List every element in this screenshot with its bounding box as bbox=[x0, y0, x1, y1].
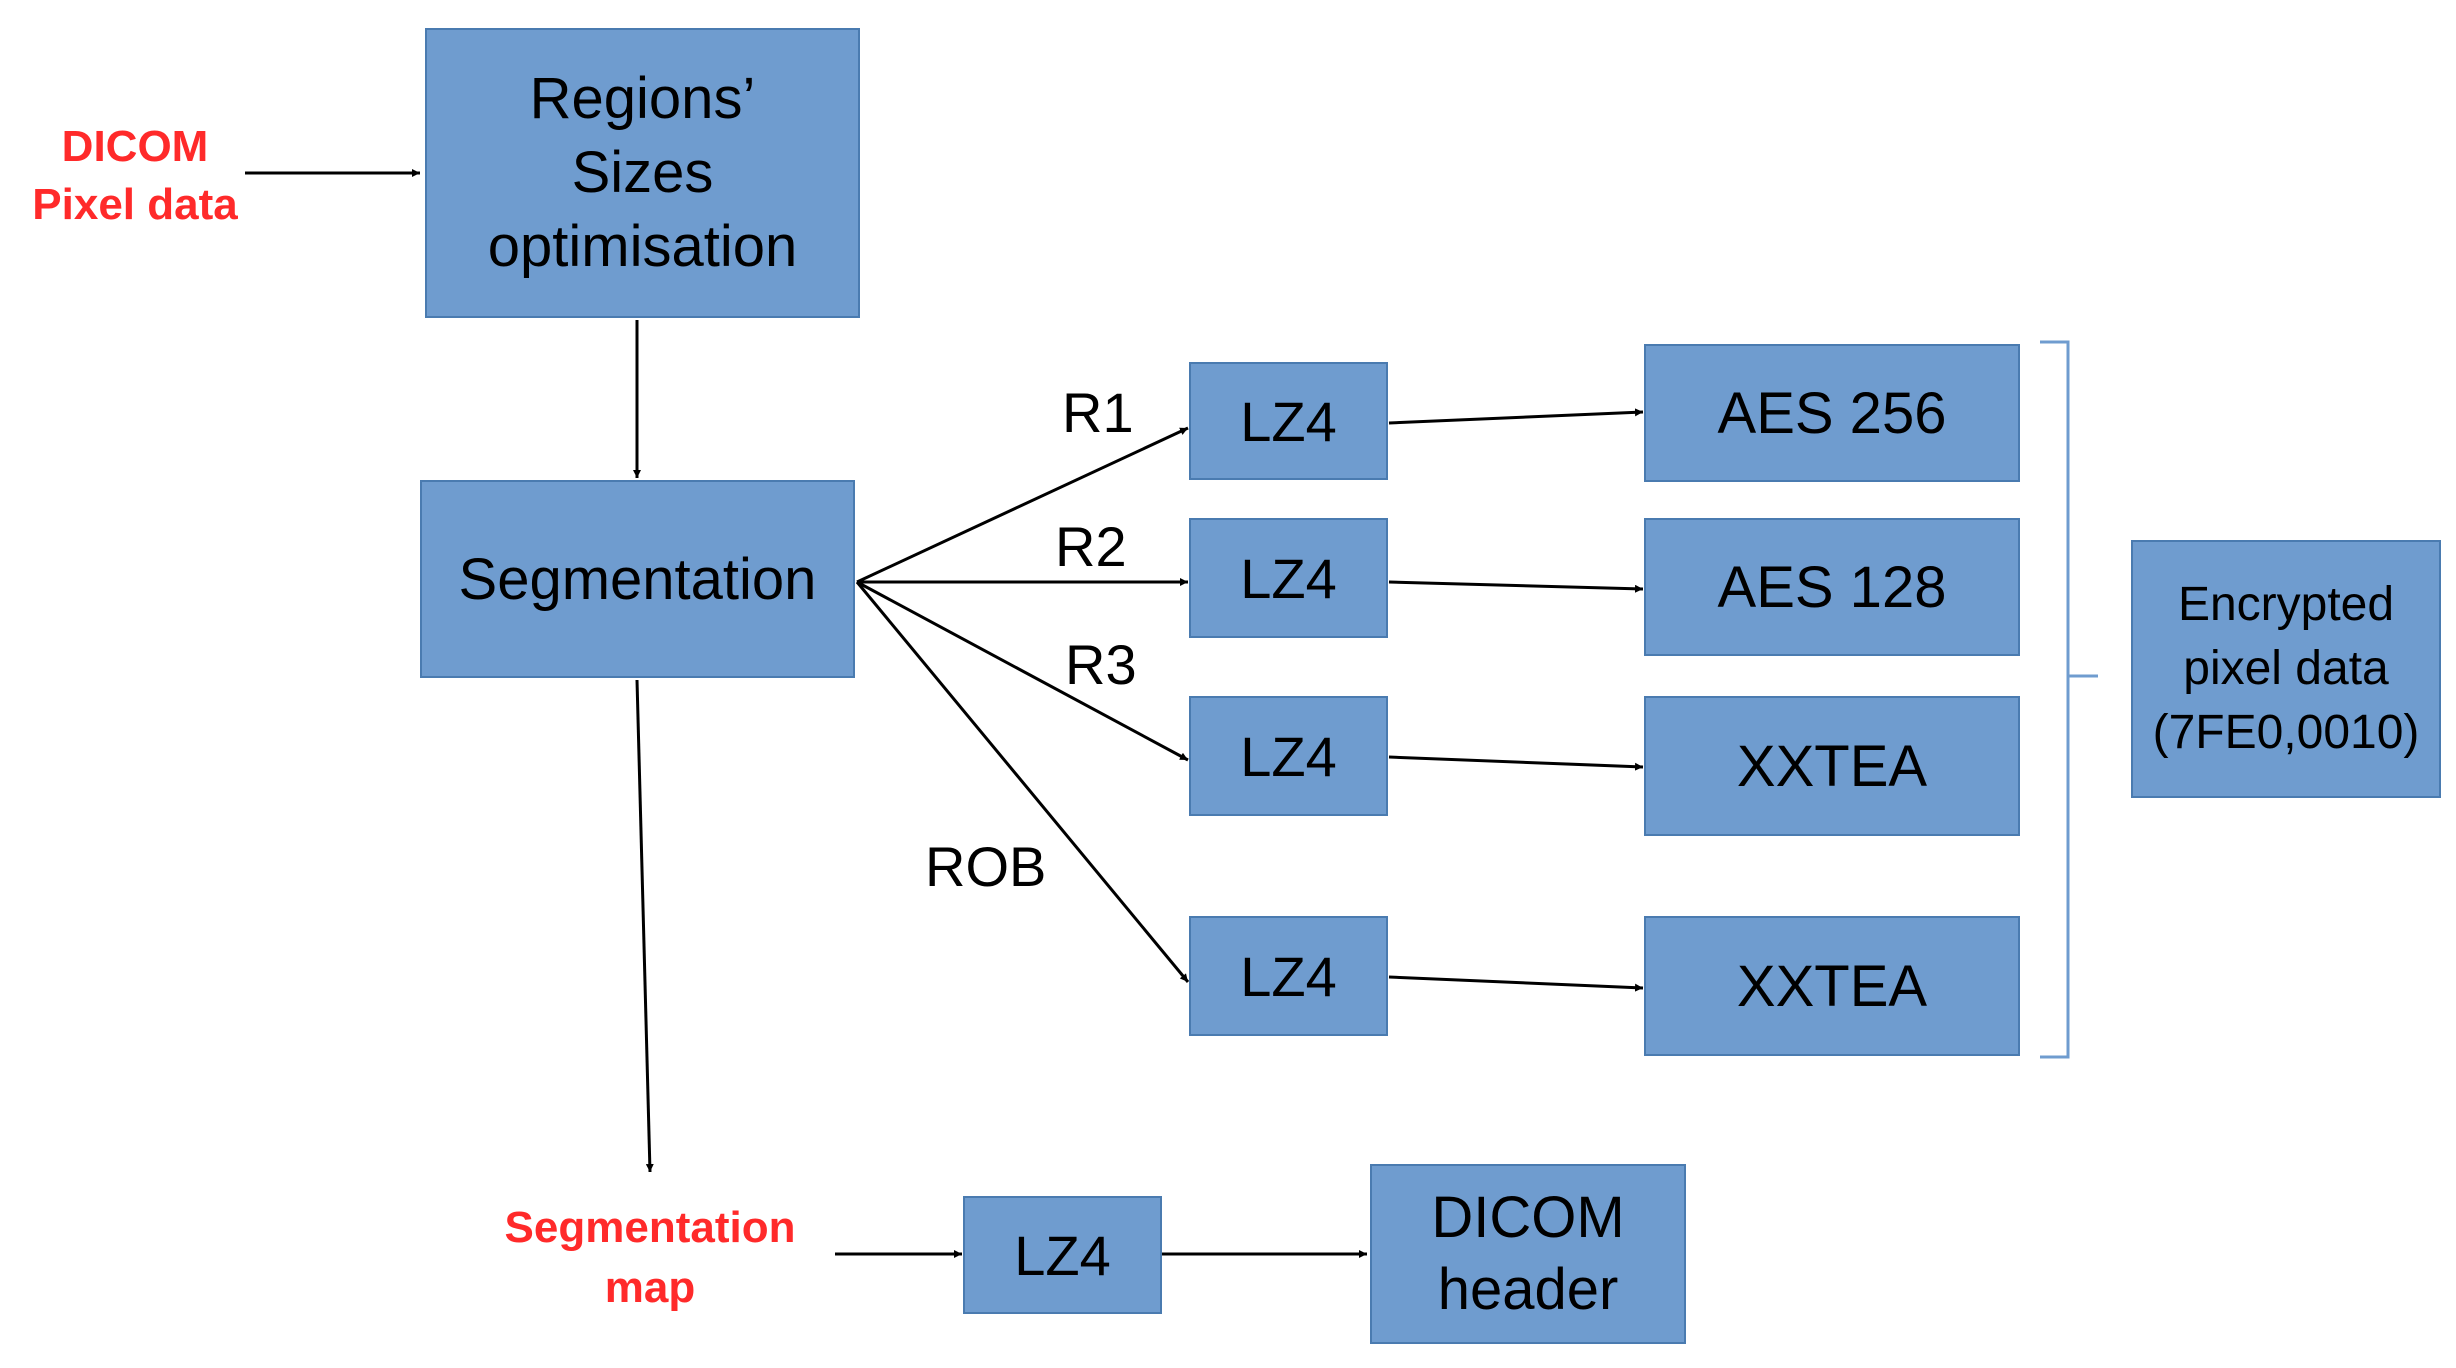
segmentation-map-label: Segmentation map bbox=[504, 1203, 796, 1312]
arrow-lz4-to-aes256 bbox=[1388, 408, 1644, 425]
dicom-header-box: DICOM header bbox=[1370, 1164, 1686, 1344]
branch-label-r2: R2 bbox=[1055, 515, 1127, 578]
arrow-seg-to-lz4-rob bbox=[855, 581, 1190, 983]
cipher-box-aes256: AES 256 bbox=[1644, 344, 2020, 482]
lz4-box-r2: LZ4 bbox=[1189, 518, 1388, 638]
branch-label-r3: R3 bbox=[1065, 633, 1137, 696]
arrow-seg-to-lz4-r3 bbox=[856, 580, 1189, 762]
arrow-lz4-to-xxtea2 bbox=[1388, 975, 1644, 992]
lz4-box-r3: LZ4 bbox=[1189, 696, 1388, 816]
regions-sizes-box: Regions’ Sizes optimisation bbox=[425, 28, 860, 318]
arrow-lz4-to-aes128 bbox=[1388, 580, 1644, 593]
segmentation-box: Segmentation bbox=[420, 480, 855, 678]
cipher-box-xxtea-1: XXTEA bbox=[1644, 696, 2020, 836]
arrow-segmentation-to-map bbox=[635, 679, 654, 1173]
cipher-box-xxtea-2: XXTEA bbox=[1644, 916, 2020, 1056]
arrow-lz4-to-xxtea1 bbox=[1388, 755, 1644, 771]
branch-label-rob: ROB bbox=[925, 835, 1047, 898]
arrow-seg-to-lz4-r1 bbox=[856, 426, 1189, 584]
cipher-box-aes128: AES 128 bbox=[1644, 518, 2020, 656]
lz4-box-r1: LZ4 bbox=[1189, 362, 1388, 480]
branch-label-r1: R1 bbox=[1062, 381, 1134, 444]
output-bracket bbox=[2040, 340, 2098, 1059]
input-label: DICOM Pixel data bbox=[32, 122, 238, 229]
segmap-lz4-box: LZ4 bbox=[963, 1196, 1162, 1314]
lz4-box-rob: LZ4 bbox=[1189, 916, 1388, 1036]
encrypted-pixel-data-box: Encrypted pixel data (7FE0,0010) bbox=[2131, 540, 2441, 798]
